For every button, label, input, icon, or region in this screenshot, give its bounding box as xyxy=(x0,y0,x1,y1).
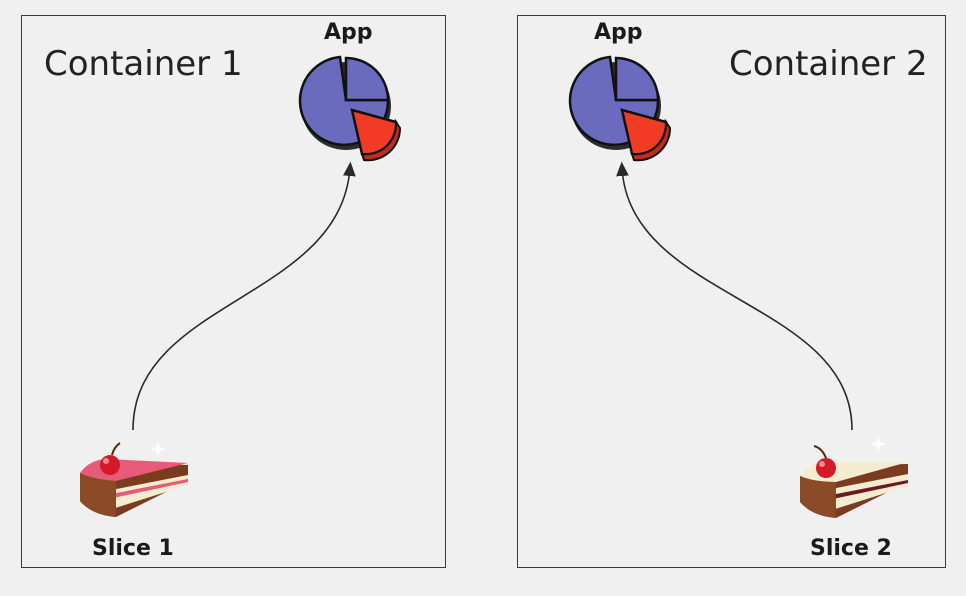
container-2-title: Container 2 xyxy=(729,44,928,84)
arrow-slice2-to-app2 xyxy=(616,161,853,431)
pie-chart-icon xyxy=(568,55,672,162)
slice-1-label: Slice 1 xyxy=(92,536,174,561)
slice-2-label: Slice 2 xyxy=(810,536,892,561)
app-2-label: App xyxy=(594,20,643,45)
pie-chart-icon xyxy=(298,55,402,162)
app-1-label: App xyxy=(324,20,373,45)
cake-slice-icon xyxy=(800,436,908,518)
container-2 xyxy=(517,15,946,568)
container-1-title: Container 1 xyxy=(44,44,243,84)
container-1 xyxy=(21,15,446,568)
cake-slice-icon xyxy=(80,441,188,517)
arrow-slice1-to-app1 xyxy=(132,161,356,431)
